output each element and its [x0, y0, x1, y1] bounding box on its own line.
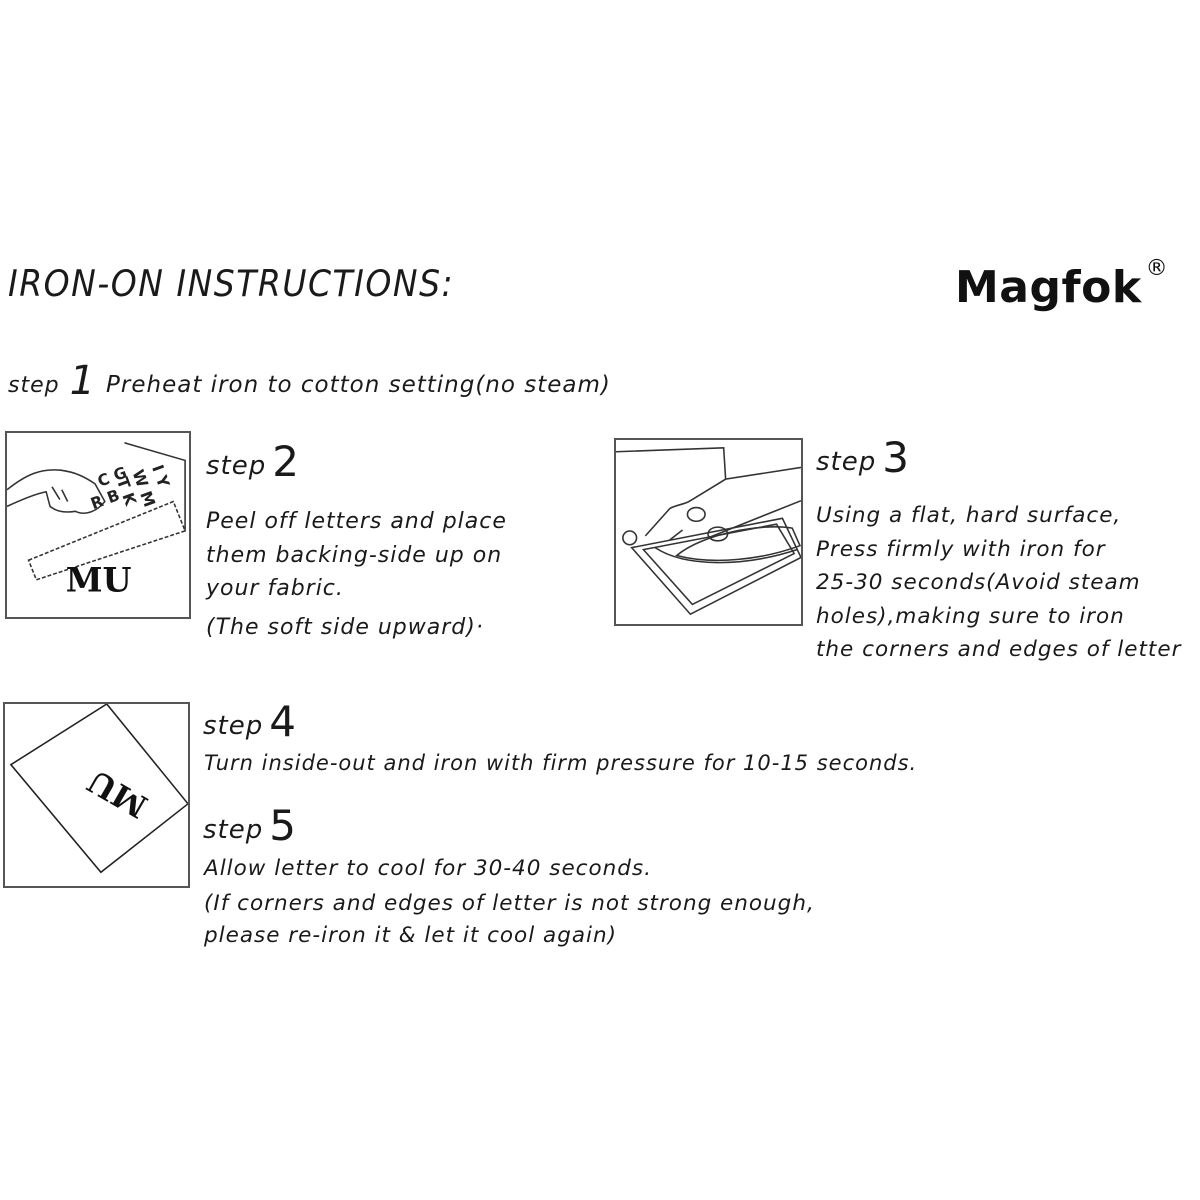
step-3-label: step: [816, 447, 877, 477]
step-1-label: step: [8, 373, 60, 398]
step-4-line: Turn inside-out and iron with firm press…: [204, 751, 918, 775]
step-5-label: step: [203, 815, 264, 845]
step-3-number: 3: [882, 433, 910, 482]
page-title: IRON-ON INSTRUCTIONS:: [8, 262, 455, 305]
mu-letters: MU: [66, 561, 132, 600]
step-1-number: 1: [69, 358, 97, 404]
step-2-line: them backing-side up on: [206, 542, 503, 568]
step-3-description: Using a flat, hard surface, Press firmly…: [816, 499, 1181, 667]
hand-pressing-iron-icon: [614, 438, 803, 626]
mirrored-mu-letters: MU: [82, 762, 154, 824]
step-1-text: Preheat iron to cotton setting(no steam): [106, 372, 611, 398]
svg-text:R B: R B: [88, 485, 122, 513]
step-3-line: Press firmly with iron for: [816, 536, 1106, 562]
step-2-line: Peel off letters and place: [206, 509, 507, 534]
step-2-line: (The soft side upward)·: [206, 614, 484, 640]
step-4-number: 4: [269, 697, 297, 746]
step-2-line: your fabric.: [206, 576, 344, 601]
step-2-label: step: [206, 451, 267, 481]
step-3-line: Using a flat, hard surface,: [816, 503, 1122, 528]
registered-mark: ®: [1145, 256, 1169, 281]
step-4-description: Turn inside-out and iron with firm press…: [204, 747, 917, 781]
step-5-line: (If corners and edges of letter is not s…: [204, 891, 815, 916]
step-4-label: step: [203, 711, 264, 741]
step-1: step 1 Preheat iron to cotton setting(no s…: [8, 358, 611, 404]
brand-name: Magfok: [955, 262, 1142, 313]
inside-out-fabric-icon: MU: [3, 702, 190, 888]
step-2-number: 2: [272, 437, 300, 486]
step-3-line: holes),making sure to iron: [816, 603, 1125, 629]
step-3-line: 25-30 seconds(Avoid steam: [816, 570, 1141, 595]
step-5-line: Allow letter to cool for 30-40 seconds.: [204, 856, 652, 881]
step-5-description: Allow letter to cool for 30-40 seconds. …: [204, 853, 815, 952]
step-3-line: the corners and edges of letter: [816, 637, 1182, 662]
hand-peeling-letter-sheet-icon: C G T K W M I Y R B MU: [5, 431, 191, 619]
step-2-description: Peel off letters and place them backing-…: [206, 505, 507, 644]
brand-logo: Magfok®: [955, 256, 1168, 313]
step-5-line: please re-iron it & let it cool again): [204, 923, 618, 948]
step-5-number: 5: [269, 801, 297, 850]
